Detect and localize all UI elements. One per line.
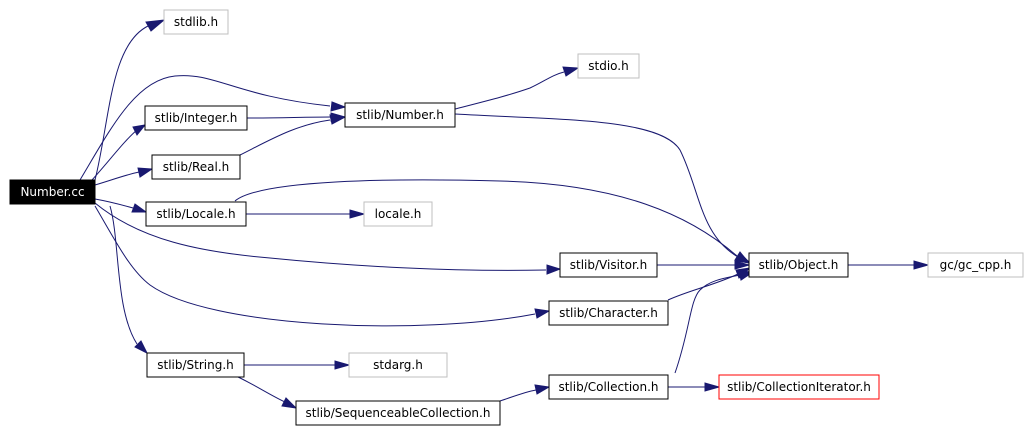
node-label: stlib/Object.h [759, 258, 839, 272]
node-label: stlib/CollectionIterator.h [727, 380, 871, 394]
node-label: Number.cc [20, 185, 84, 199]
edge-stlib-object-h-to-gc-gc-cpp-h [847, 260, 930, 270]
node-label: stlib/Visitor.h [570, 258, 647, 272]
node-stlib-string-h[interactable]: stlib/String.h [146, 352, 245, 378]
node-label: locale.h [375, 207, 422, 221]
node-stlib-integer-h[interactable]: stlib/Integer.h [144, 105, 248, 131]
node-stlib-collection-h[interactable]: stlib/Collection.h [548, 374, 669, 400]
node-label: stlib/Number.h [356, 108, 444, 122]
edge-stlib-string-h-to-stlib-sequenceablecollection-h [235, 375, 298, 409]
edge-stlib-number-h-to-stdio-h [454, 66, 580, 110]
edge-number-cc-to-stlib-locale-h [94, 198, 148, 213]
node-stdio-h[interactable]: stdio.h [577, 53, 640, 79]
node-label: stlib/Collection.h [558, 380, 658, 394]
node-label: gc/gc_cpp.h [940, 258, 1012, 272]
edge-stlib-locale-h-to-locale-h [246, 209, 366, 219]
edge-number-cc-to-stlib-number-h [79, 75, 347, 181]
node-stlib-character-h[interactable]: stlib/Character.h [548, 300, 669, 326]
edge-number-cc-to-stlib-real-h [94, 167, 154, 186]
edge-stlib-locale-h-to-stlib-object-h [234, 179, 751, 264]
node-label: stdlib.h [174, 15, 218, 29]
node-stlib-number-h[interactable]: stlib/Number.h [344, 102, 456, 128]
edge-stlib-number-h-to-stlib-object-h [454, 113, 752, 264]
node-label: stlib/Locale.h [156, 207, 235, 221]
edge-stlib-collection-h-to-stlib-collectioniterator-h [667, 382, 721, 392]
node-stlib-object-h[interactable]: stlib/Object.h [748, 252, 849, 278]
node-label: stdarg.h [373, 358, 423, 372]
edge-stlib-collection-h-to-stlib-object-h [674, 270, 755, 374]
edge-stlib-string-h-to-stdarg-h [244, 360, 351, 370]
node-label: stdio.h [588, 59, 628, 73]
edge-stlib-visitor-h-to-stlib-object-h [656, 260, 751, 270]
node-label: stlib/SequenceableCollection.h [306, 406, 491, 420]
node-label: stlib/String.h [157, 358, 234, 372]
edge-number-cc-to-stdlib-h [94, 19, 166, 181]
edge-stlib-real-h-to-stlib-number-h [239, 114, 347, 156]
node-stlib-real-h[interactable]: stlib/Real.h [151, 154, 241, 180]
edge-number-cc-to-stlib-visitor-h [94, 202, 562, 275]
node-stlib-collectioniterator-h[interactable]: stlib/CollectionIterator.h [718, 374, 880, 400]
edge-number-cc-to-stlib-string-h [109, 205, 149, 355]
node-label: stlib/Real.h [163, 160, 230, 174]
node-stdlib-h[interactable]: stdlib.h [163, 9, 229, 35]
node-stlib-locale-h[interactable]: stlib/Locale.h [145, 201, 247, 227]
node-gc-gc-cpp-h[interactable]: gc/gc_cpp.h [927, 252, 1024, 278]
node-stlib-visitor-h[interactable]: stlib/Visitor.h [559, 252, 658, 278]
node-locale-h[interactable]: locale.h [363, 201, 433, 227]
node-stlib-sequenceablecollection-h[interactable]: stlib/SequenceableCollection.h [295, 400, 501, 426]
node-number-cc[interactable]: Number.cc [9, 179, 96, 205]
node-stdarg-h[interactable]: stdarg.h [348, 352, 448, 378]
edge-number-cc-to-stlib-character-h [94, 205, 551, 327]
edge-stlib-sequenceablecollection-h-to-stlib-collection-h [499, 384, 551, 402]
node-label: stlib/Integer.h [155, 111, 238, 125]
edge-number-cc-to-stlib-integer-h [91, 124, 147, 181]
node-label: stlib/Character.h [559, 306, 658, 320]
